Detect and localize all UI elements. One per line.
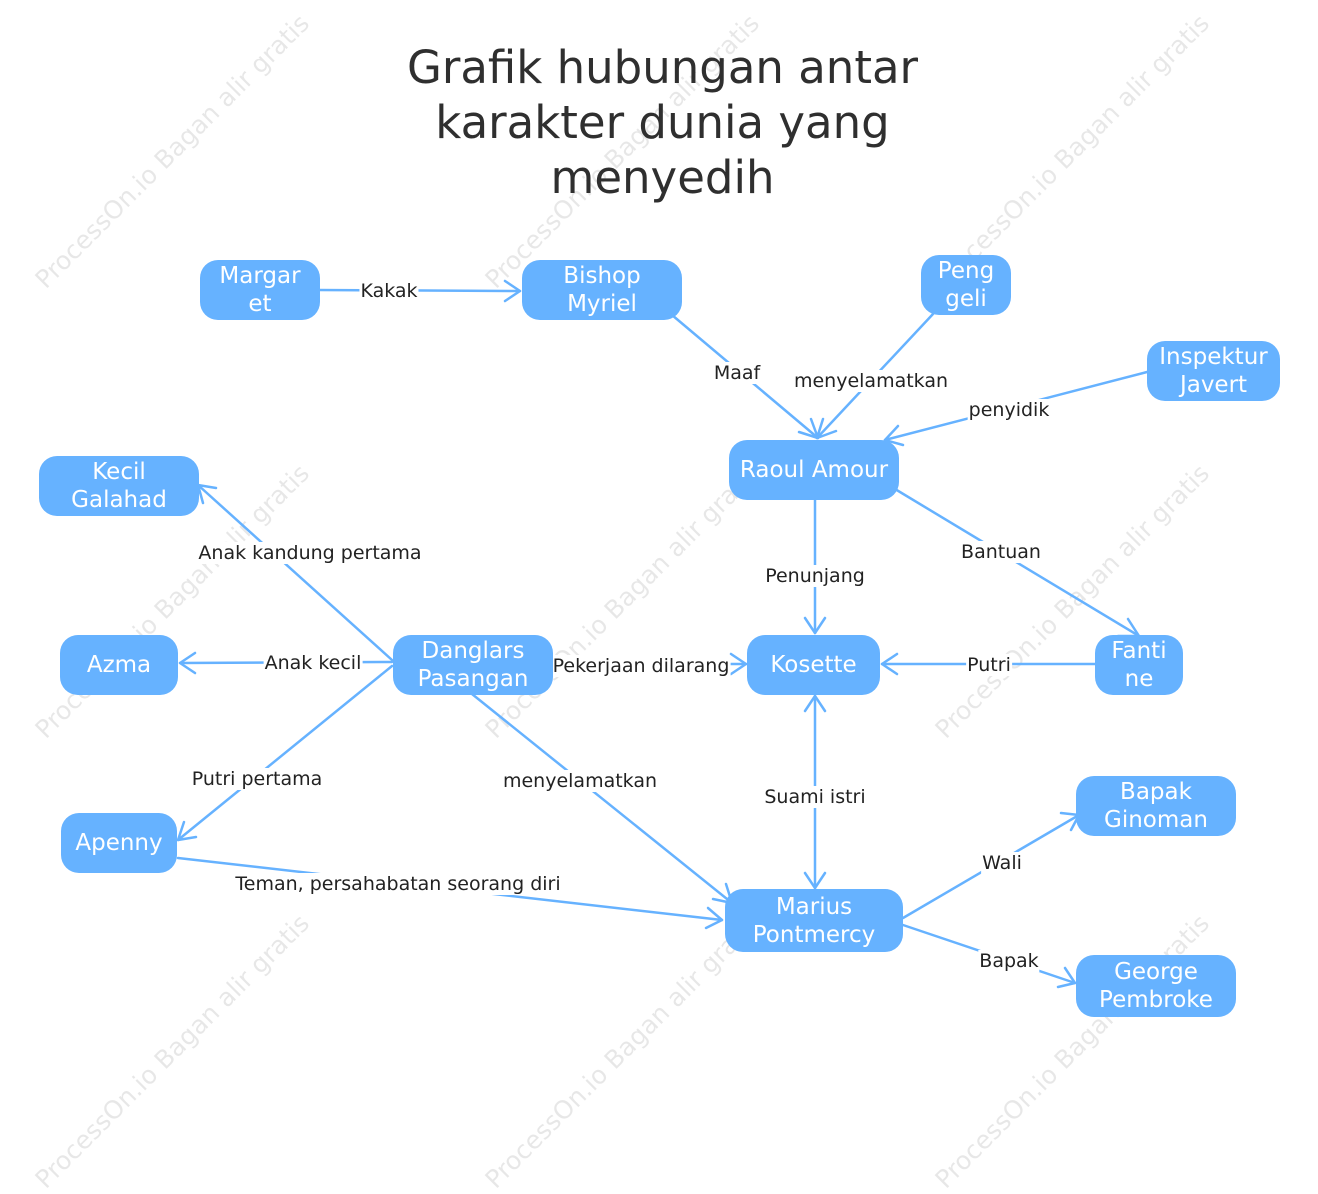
node-label: Fanti [1111, 638, 1167, 664]
node-label: Bapak [1120, 779, 1192, 805]
edge-danglars-apenny [176, 664, 394, 842]
node-label: Azma [86, 652, 152, 678]
node-label: Apenny [75, 830, 163, 856]
edge-label-penyidik: penyidik [967, 399, 1051, 421]
diagram-canvas: ProcessOn.io Bagan alir gratis ProcessOn… [29, 9, 1280, 1194]
edge-label-wali: Wali [981, 852, 1023, 874]
edge-label-maaf: Maaf [712, 362, 762, 384]
edge-label-bapak: Bapak [978, 950, 1040, 972]
diagram-title: Grafik hubungan antar karakter dunia yan… [380, 40, 945, 205]
edge-label-putri: Putri [966, 654, 1012, 676]
edge-label-menyelamatkan-bottom: menyelamatkan [501, 770, 659, 792]
node-label: George [1114, 959, 1198, 985]
node-apenny[interactable]: Apenny [61, 813, 177, 873]
node-label: Bishop [563, 263, 641, 289]
node-label: Pembroke [1099, 987, 1213, 1013]
node-label: Galahad [71, 487, 167, 513]
node-kosette[interactable]: Kosette [747, 635, 880, 695]
node-raoul-amour[interactable]: Raoul Amour [729, 440, 899, 500]
edge-danglars-kecil [196, 483, 394, 662]
edge-label-anak-kandung: Anak kandung pertama [197, 542, 423, 564]
node-label: Peng [937, 258, 995, 284]
edge-label-putri-pertama: Putri pertama [190, 768, 324, 790]
node-label: ne [1124, 666, 1154, 692]
node-label: geli [945, 286, 987, 312]
node-label: Danglars [421, 638, 525, 664]
node-label: Javert [1179, 372, 1248, 398]
node-label: Raoul Amour [739, 457, 889, 483]
edge-label-anak-kecil: Anak kecil [263, 652, 363, 674]
edge-label-suami-istri: Suami istri [763, 786, 867, 808]
edge-label-kakak: Kakak [359, 280, 419, 302]
node-label: Ginoman [1104, 807, 1208, 833]
title-line: Grafik hubungan antar [406, 41, 919, 94]
node-label: Marius [775, 893, 853, 920]
title-line: karakter dunia yang [435, 96, 890, 149]
edge-label-bantuan: Bantuan [960, 541, 1042, 563]
title-line: menyedih [550, 151, 775, 204]
node-label: et [248, 291, 272, 317]
edge-label-pekerjaan: Pekerjaan dilarang [551, 655, 731, 677]
node-label: Pasangan [417, 666, 529, 692]
node-label: Inspektur [1159, 344, 1268, 370]
edges-layer [176, 279, 1149, 989]
edge-label-menyelamatkan-top: menyelamatkan [792, 370, 950, 392]
node-label: Myriel [567, 291, 637, 317]
edge-margaret-bishop [316, 279, 522, 303]
node-label: Margar [219, 263, 301, 289]
node-azma[interactable]: Azma [60, 635, 178, 695]
edge-danglars-marius [470, 692, 734, 905]
node-label: Kecil [92, 459, 146, 485]
node-label: Kosette [770, 652, 857, 678]
edge-label-teman: Teman, persahabatan seorang diri [234, 873, 562, 895]
edge-label-penunjang: Penunjang [764, 565, 866, 587]
node-label: Pontmercy [752, 921, 876, 948]
